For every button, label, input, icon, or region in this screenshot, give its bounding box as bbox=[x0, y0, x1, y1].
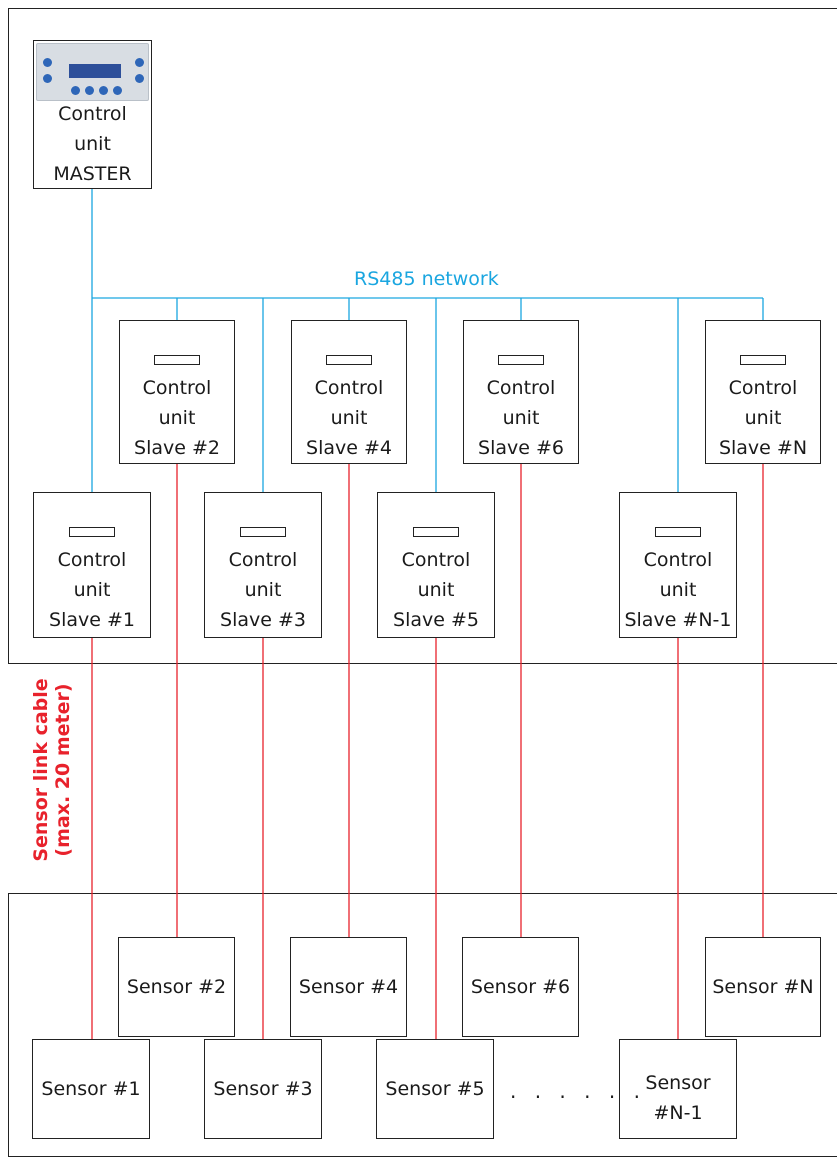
sensor-2: Sensor #2 bbox=[118, 937, 235, 1037]
display-slot-icon bbox=[154, 355, 200, 365]
slave-label: Control unit Slave #2 bbox=[134, 377, 220, 459]
sensor-label: Sensor #4 bbox=[298, 976, 399, 998]
slave-label: Control unit Slave #1 bbox=[49, 549, 135, 631]
slave-label: Control unit Slave #N-1 bbox=[624, 549, 732, 631]
control-panel-device-icon bbox=[36, 43, 149, 101]
display-slot-icon bbox=[413, 527, 459, 537]
sensor-label: Sensor #N-1 bbox=[645, 1072, 711, 1124]
control-unit-slave-2: Control unit Slave #2 bbox=[119, 320, 235, 464]
rs485-network-label: RS485 network bbox=[354, 268, 499, 290]
control-unit-slave-4: Control unit Slave #4 bbox=[291, 320, 407, 464]
slave-label: Control unit Slave #3 bbox=[220, 549, 306, 631]
sensor-6: Sensor #6 bbox=[462, 937, 579, 1037]
control-unit-slave-5: Control unit Slave #5 bbox=[377, 492, 495, 638]
sensor-1: Sensor #1 bbox=[32, 1039, 150, 1139]
sensor-label: Sensor #1 bbox=[41, 1078, 141, 1100]
display-slot-icon bbox=[240, 527, 286, 537]
control-unit-slave-3: Control unit Slave #3 bbox=[204, 492, 322, 638]
sensor-label: Sensor #3 bbox=[213, 1078, 313, 1100]
cable-label-line-2: (max. 20 meter) bbox=[52, 683, 74, 857]
sensor-link-lines bbox=[91, 463, 764, 1039]
sensor-label: Sensor #6 bbox=[470, 976, 571, 998]
slave-label: Control unit Slave #N bbox=[718, 377, 808, 459]
display-slot-icon bbox=[740, 355, 786, 365]
sensor-label: Sensor #N bbox=[712, 976, 814, 998]
sensor-label: Sensor #2 bbox=[126, 976, 227, 998]
control-unit-slave-1: Control unit Slave #1 bbox=[33, 492, 151, 638]
control-unit-slave-6: Control unit Slave #6 bbox=[463, 320, 579, 464]
control-unit-slave-n-1: Control unit Slave #N-1 bbox=[619, 492, 737, 638]
slave-label: Control unit Slave #5 bbox=[393, 549, 479, 631]
display-slot-icon bbox=[326, 355, 372, 365]
rs485-network-lines bbox=[91, 188, 764, 492]
sensor-link-cable-label: Sensor link cable (max. 20 meter) bbox=[30, 660, 74, 880]
sensor-5: Sensor #5 bbox=[376, 1039, 494, 1139]
sensor-n-1: Sensor #N-1 bbox=[619, 1039, 737, 1139]
master-label: Control unit MASTER bbox=[53, 103, 132, 185]
sensor-n: Sensor #N bbox=[705, 937, 821, 1037]
display-slot-icon bbox=[498, 355, 544, 365]
display-slot-icon bbox=[69, 527, 115, 537]
display-slot-icon bbox=[655, 527, 701, 537]
sensor-label: Sensor #5 bbox=[385, 1078, 485, 1100]
slave-label: Control unit Slave #4 bbox=[306, 377, 392, 459]
sensor-3: Sensor #3 bbox=[204, 1039, 322, 1139]
ellipsis: · · · · · · bbox=[510, 1085, 646, 1109]
slave-label: Control unit Slave #6 bbox=[478, 377, 564, 459]
control-unit-master: Control unit MASTER bbox=[33, 40, 152, 189]
control-units-panel bbox=[8, 8, 837, 664]
sensor-4: Sensor #4 bbox=[290, 937, 407, 1037]
cable-label-line-1: Sensor link cable bbox=[30, 678, 52, 862]
control-unit-slave-n: Control unit Slave #N bbox=[705, 320, 821, 464]
